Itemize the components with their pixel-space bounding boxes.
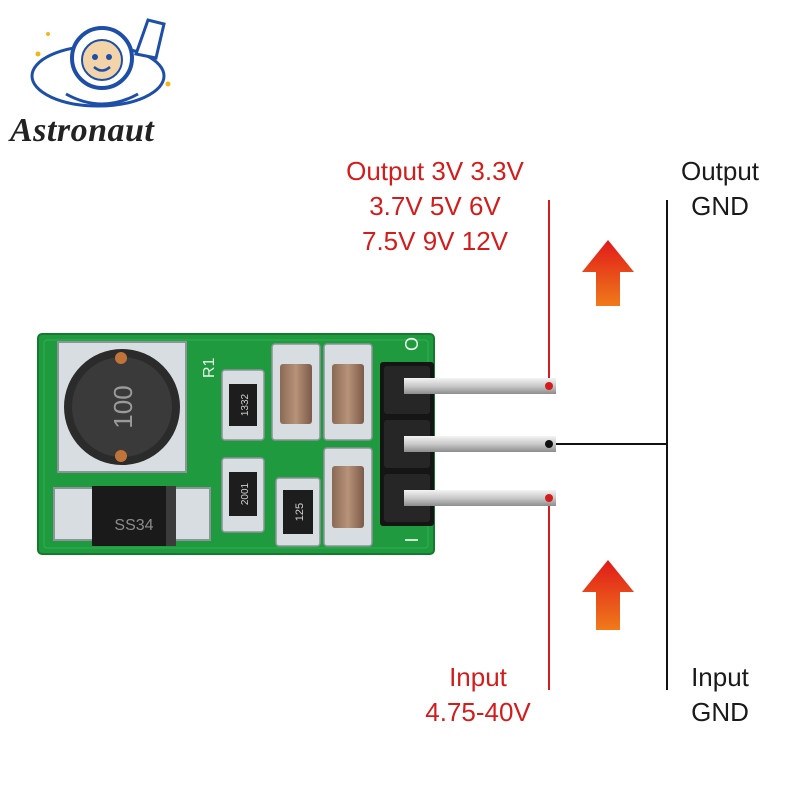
capacitor: [271, 343, 321, 441]
silkscreen-r1: R1: [201, 357, 218, 378]
input-gnd-line: GND: [691, 697, 749, 727]
output-voltage-line: 3.7V 5V 6V: [369, 191, 501, 221]
inductor: 100: [57, 341, 187, 473]
input-voltage-line: 4.75-40V: [425, 697, 531, 727]
output-voltage-line: Output 3V 3.3V: [346, 156, 524, 186]
brand-name: Astronaut: [10, 112, 155, 149]
resistor: 1332: [221, 369, 265, 441]
gnd-pin-dot: [545, 440, 553, 448]
input-pin: [404, 490, 556, 506]
astronaut-logo: [30, 18, 171, 108]
output-gnd-line: GND: [691, 191, 749, 221]
resistor-marking: 1332: [240, 393, 251, 416]
capacitor: [323, 447, 373, 547]
arrow-up-icon: [582, 560, 634, 630]
resistor-marking: 2001: [240, 482, 251, 505]
diode: SS34: [53, 486, 211, 546]
resistor: 125: [275, 477, 321, 547]
silkscreen-output: O: [402, 337, 422, 351]
pcb-module: 100 SS34 R1 1332 2001 125: [37, 333, 556, 555]
inductor-marking: 100: [108, 385, 138, 428]
input-gnd-label: Input GND: [660, 660, 780, 730]
input-voltage-line: Input: [449, 662, 507, 692]
output-gnd-label: Output GND: [660, 154, 780, 224]
output-pin-dot: [545, 382, 553, 390]
output-voltage-label: Output 3V 3.3V 3.7V 5V 6V 7.5V 9V 12V: [320, 154, 550, 259]
resistor-marking: 125: [294, 503, 306, 521]
output-pin: [404, 378, 556, 394]
resistor: 2001: [221, 457, 265, 533]
arrow-up-icon: [582, 240, 634, 306]
input-voltage-label: Input 4.75-40V: [398, 660, 558, 730]
input-pin-dot: [545, 494, 553, 502]
capacitor: [323, 343, 373, 441]
gnd-pin: [404, 436, 556, 452]
output-gnd-line: Output: [680, 156, 760, 186]
silkscreen-input: I: [402, 537, 422, 542]
output-voltage-line: 7.5V 9V 12V: [362, 226, 508, 256]
input-gnd-line: Input: [691, 662, 749, 692]
diode-marking: SS34: [114, 517, 153, 534]
